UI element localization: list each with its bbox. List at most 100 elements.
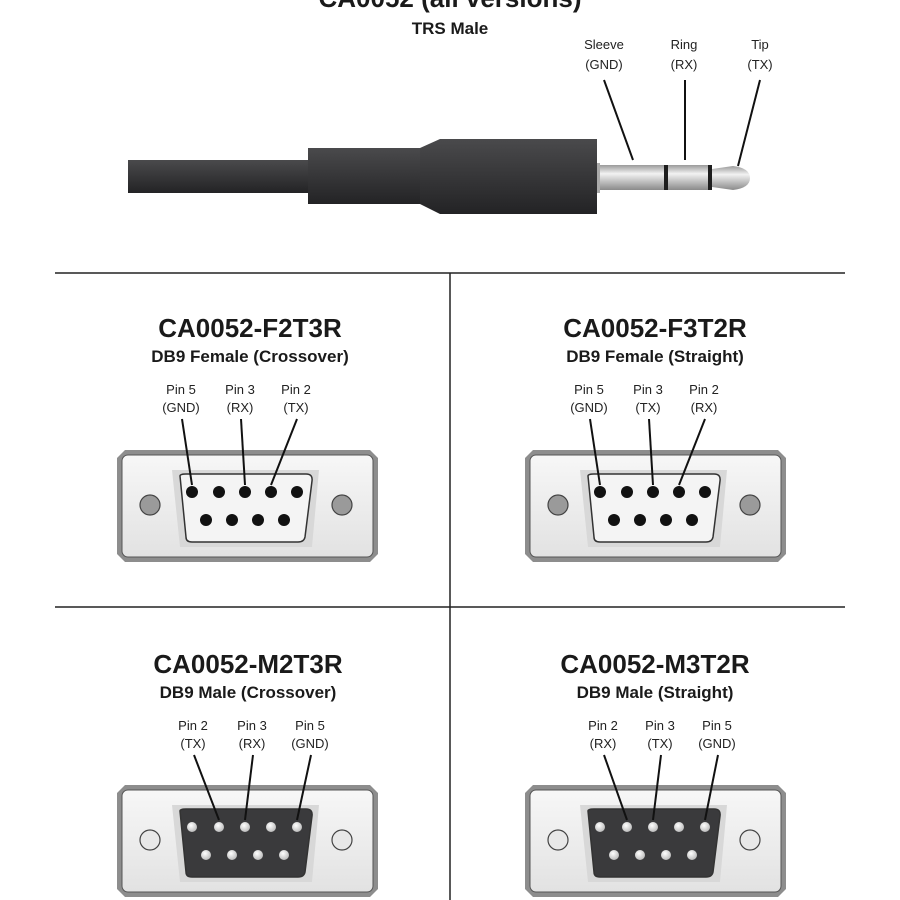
pin [214, 822, 224, 832]
leader-line [193, 754, 220, 821]
main-subtitle: TRS Male [412, 19, 489, 38]
trs-plug [128, 139, 750, 214]
panel-title: CA0052-M3T2R [560, 649, 750, 679]
pin-signal: (RX) [691, 400, 718, 415]
pin [609, 850, 619, 860]
pin [674, 822, 684, 832]
pin-number: Pin 5 [166, 382, 196, 397]
socket [213, 486, 225, 498]
main-title: CA0052 (all versions) [318, 0, 581, 13]
socket [200, 514, 212, 526]
leader-line [737, 79, 761, 167]
socket [608, 514, 620, 526]
pin-number: Pin 2 [588, 718, 618, 733]
tip-contact [712, 166, 750, 190]
connector-panel-ca0052-f3t2r: CA0052-F3T2R DB9 Female (Straight) Pin 5 (G… [525, 313, 786, 562]
insulator-band [664, 165, 668, 190]
pin [661, 850, 671, 860]
socket-insert-female [587, 473, 721, 543]
pin-signal: (TX) [283, 400, 308, 415]
pin-label: Pin 5 (GND) [291, 718, 329, 821]
pin-label: Pin 2 (RX) [678, 382, 719, 486]
leader-line [270, 418, 298, 486]
pin-signal: (TX) [647, 736, 672, 751]
grid-dividers [55, 272, 845, 900]
socket [647, 486, 659, 498]
pin [635, 850, 645, 860]
plug-label-1: Ring(RX) [671, 37, 698, 160]
pin-label: Pin 3 (TX) [645, 718, 675, 821]
pin-signal: (GND) [291, 736, 329, 751]
cable [128, 160, 310, 193]
pin-number: Pin 5 [574, 382, 604, 397]
pin-number: Pin 3 [645, 718, 675, 733]
pin-label: Pin 5(GND) [698, 718, 736, 821]
socket [634, 514, 646, 526]
panel-title: CA0052-F3T2R [563, 313, 747, 343]
pin-label: Pin 3 (RX) [237, 718, 267, 821]
pin-signal: (TX) [635, 400, 660, 415]
panel-title: CA0052-F2T3R [158, 313, 342, 343]
pin-label: Pin 5(GND) [162, 382, 200, 486]
pin-signal: (RX) [239, 736, 266, 751]
mounting-hole [547, 829, 569, 851]
pin-signal: (TX) [180, 736, 205, 751]
contact-name: Ring [671, 37, 698, 52]
socket [265, 486, 277, 498]
pin [687, 850, 697, 860]
leader-line [240, 418, 246, 486]
pin-signal: (RX) [590, 736, 617, 751]
mounting-hole [331, 829, 353, 851]
contact-name: Sleeve [584, 37, 624, 52]
panel-subtitle: DB9 Female (Straight) [566, 347, 744, 366]
pin-number: Pin 3 [225, 382, 255, 397]
insulator-band [708, 165, 712, 190]
mounting-hole [739, 829, 761, 851]
pin-label: Pin 3(TX) [633, 382, 663, 486]
leader-line [678, 418, 706, 486]
panel-subtitle: DB9 Male (Crossover) [160, 683, 337, 702]
pin-insert-male [587, 808, 721, 878]
socket [660, 514, 672, 526]
pin-number: Pin 5 [295, 718, 325, 733]
pin-number: Pin 2 [281, 382, 311, 397]
contact-signal: (GND) [585, 57, 623, 72]
leader-line [603, 79, 634, 161]
pin-number: Pin 5 [702, 718, 732, 733]
pin [292, 822, 302, 832]
socket [621, 486, 633, 498]
pin [187, 822, 197, 832]
socket [239, 486, 251, 498]
pin-number: Pin 2 [689, 382, 719, 397]
pin-insert-male [179, 808, 313, 878]
socket [186, 486, 198, 498]
pin [253, 850, 263, 860]
pin [595, 822, 605, 832]
pin-signal: (GND) [570, 400, 608, 415]
pin [201, 850, 211, 860]
socket [291, 486, 303, 498]
leader-line [603, 754, 628, 821]
collar [597, 163, 600, 193]
pin-number: Pin 3 [237, 718, 267, 733]
leader-line [181, 418, 193, 486]
sleeve-contact [600, 165, 665, 190]
socket [594, 486, 606, 498]
socket [226, 514, 238, 526]
pin [622, 822, 632, 832]
plug-labels: Sleeve(GND)Ring(RX)Tip(TX) [584, 37, 773, 167]
leader-line [704, 754, 719, 821]
mounting-hole [547, 494, 569, 516]
leader-line [589, 418, 601, 486]
pin [648, 822, 658, 832]
socket [252, 514, 264, 526]
leader-line [244, 754, 254, 821]
mounting-hole [139, 494, 161, 516]
socket-insert-female [179, 473, 313, 543]
pin-number: Pin 2 [178, 718, 208, 733]
socket [699, 486, 711, 498]
